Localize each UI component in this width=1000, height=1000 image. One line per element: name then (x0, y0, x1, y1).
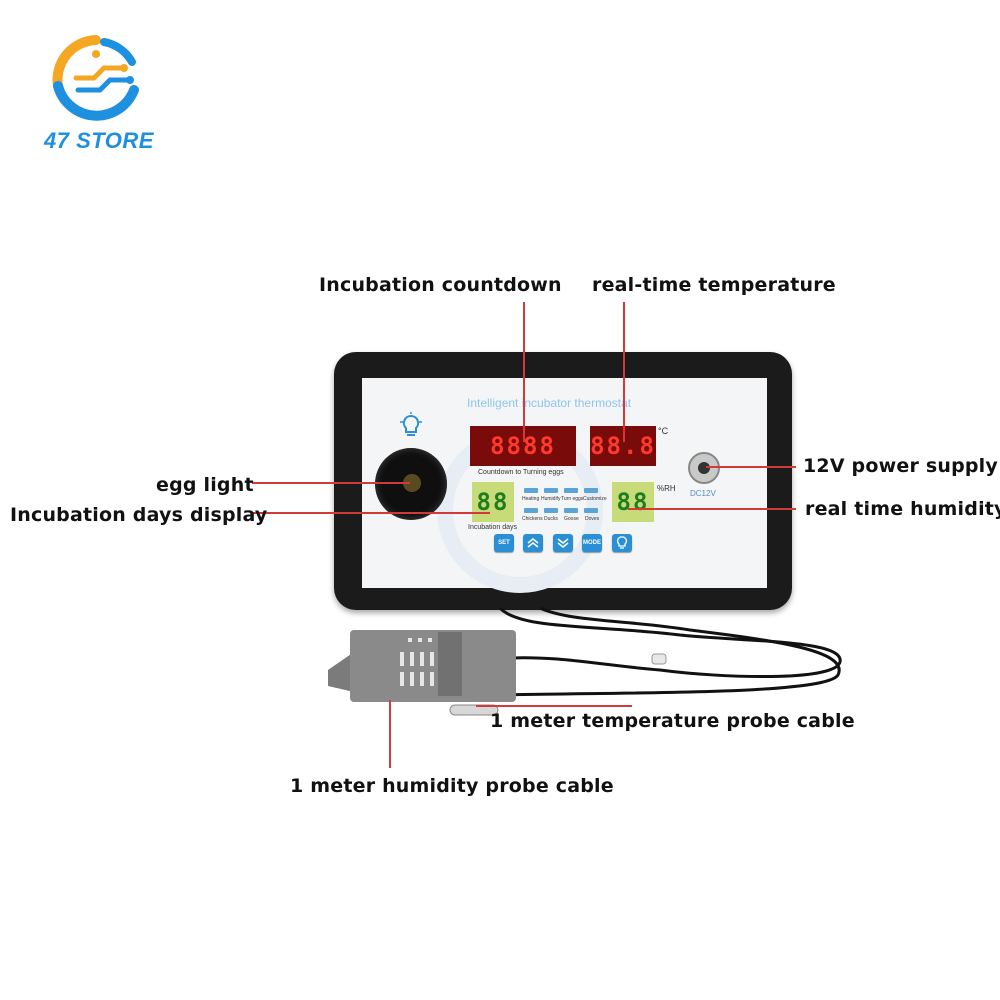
leader-line-humidity-probe (389, 700, 391, 768)
indicator-led (524, 488, 538, 493)
power-jack-pin (698, 462, 710, 474)
egg-light-bulb-icon (400, 412, 422, 436)
indicator-led (544, 508, 558, 513)
leader-line-days (252, 512, 490, 514)
indicator-label: Turn eggs (561, 496, 584, 502)
up-button[interactable] (523, 534, 543, 552)
callout-temperature-probe: 1 meter temperature probe cable (490, 710, 855, 732)
power-label: DC12V (690, 489, 716, 498)
lightbulb-icon (617, 536, 627, 549)
callout-power-supply: 12V power supply (803, 455, 998, 477)
store-logo-icon (52, 35, 139, 121)
indicator-label: Doves (585, 516, 600, 522)
indicator-label: Ducks (544, 516, 558, 522)
leader-line-egg-light (252, 482, 410, 484)
humidity-display: 88 (612, 482, 654, 522)
probe-cables (379, 606, 842, 716)
indicator-led (544, 488, 558, 493)
callout-egg-light: egg light (156, 474, 254, 496)
callout-incubation-countdown: Incubation countdown (319, 274, 562, 296)
countdown-display: 8888 (470, 426, 576, 466)
mode-button[interactable]: MODE (582, 534, 602, 552)
egg-light-lens (403, 474, 421, 492)
set-button[interactable]: SET (494, 534, 514, 552)
incubation-days-display: 88 (472, 482, 514, 522)
indicator-label: Chickens (522, 516, 543, 522)
indicator-label: Humidify (541, 496, 561, 502)
indicator-led (564, 508, 578, 513)
indicator-led (564, 488, 578, 493)
humidity-unit: %RH (657, 484, 676, 493)
indicator-led (584, 508, 598, 513)
humidity-sensor-housing (328, 630, 516, 702)
panel-title: Intelligent incubator thermostat (467, 396, 632, 410)
leader-line-temperature (623, 302, 625, 442)
callout-realtime-humidity: real time humidity (805, 498, 1000, 520)
countdown-label: Countdown to Turning eggs (478, 469, 564, 476)
chevron-down-icon (557, 538, 569, 548)
incubation-days-label: Incubation days (468, 524, 518, 531)
light-button[interactable] (612, 534, 632, 552)
callout-incubation-days: Incubation days display (10, 504, 268, 526)
leader-line-humidity (628, 508, 796, 510)
callout-realtime-temperature: real-time temperature (592, 274, 836, 296)
indicator-label: Heating (522, 496, 540, 502)
brand-name: 47 STORE (44, 128, 154, 153)
chevron-up-icon (527, 538, 539, 548)
indicator-label: Goose (564, 516, 579, 522)
indicator-led (584, 488, 598, 493)
leader-line-power (706, 466, 796, 468)
leader-line-countdown (523, 302, 525, 442)
indicator-label: Customize (583, 496, 607, 502)
leader-line-temperature-probe (476, 705, 632, 707)
temperature-unit: °C (658, 426, 669, 436)
callout-humidity-probe: 1 meter humidity probe cable (290, 775, 614, 797)
indicator-led (524, 508, 538, 513)
down-button[interactable] (553, 534, 573, 552)
